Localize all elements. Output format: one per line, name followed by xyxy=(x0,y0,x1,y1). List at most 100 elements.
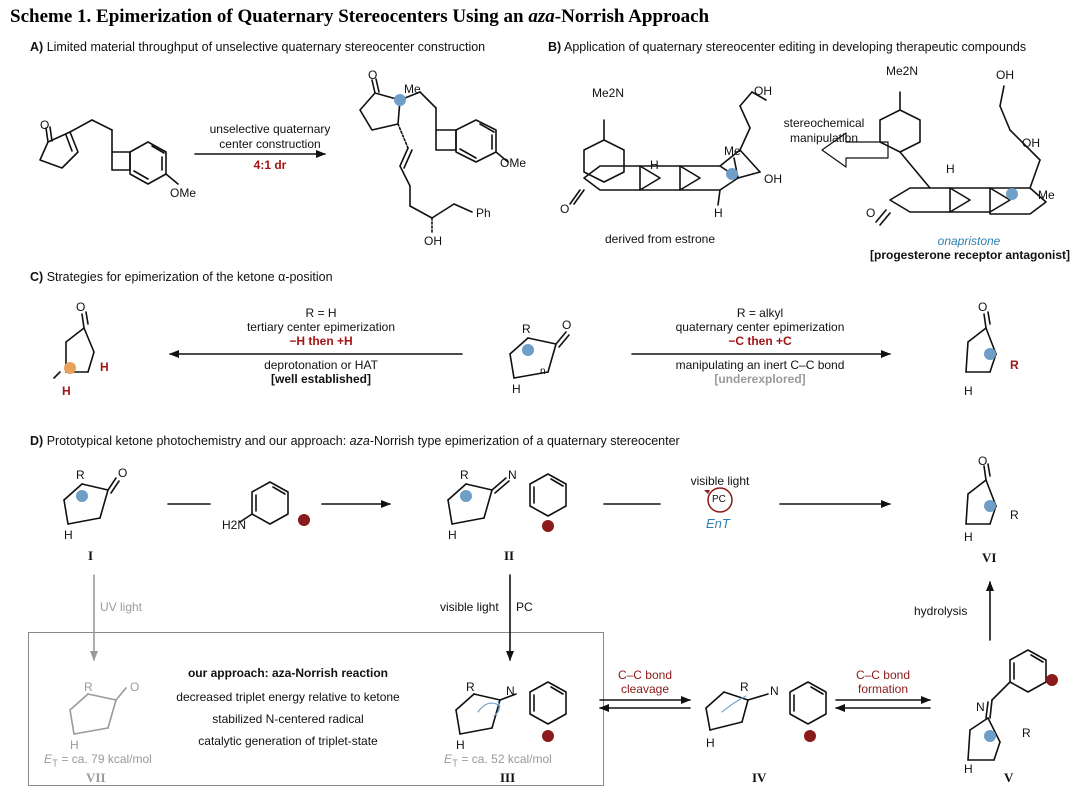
et-subscript: T xyxy=(52,758,59,770)
et-vii: ET = ca. 79 kcal/mol xyxy=(44,752,152,769)
panel-b-letter: B) xyxy=(548,40,562,54)
stereocenter-dot xyxy=(394,94,406,106)
panel-b-left-steroid xyxy=(569,91,767,206)
atom-label: Me xyxy=(404,82,421,96)
atom-label: H xyxy=(964,384,973,398)
aniline-reagent xyxy=(239,481,289,525)
panel-d-letter: D) xyxy=(30,434,44,448)
et-iii: ET = ca. 52 kcal/mol xyxy=(444,752,552,769)
atom-label: H xyxy=(100,360,109,374)
formation-line2: formation xyxy=(857,682,909,696)
stereocenter-dot xyxy=(76,490,88,502)
atom-label: O xyxy=(560,202,570,216)
panel-d-heading-pre: Prototypical ketone photochemistry and o… xyxy=(46,434,347,448)
scheme-title-post: -Norrish Approach xyxy=(554,6,710,27)
atom-label: Me2N xyxy=(886,64,919,78)
atom-label: O xyxy=(76,300,86,314)
atom-label: R xyxy=(1022,726,1031,740)
atom-label: H xyxy=(512,382,521,396)
atom-label: N xyxy=(508,468,517,482)
atom-label: O xyxy=(866,206,876,220)
panel-a-letter: A) xyxy=(30,40,44,54)
aryl-substituent-dot xyxy=(1046,674,1058,686)
stereocenter-dot xyxy=(460,490,472,502)
stereocenter-dot xyxy=(726,168,738,180)
cleavage-line1: C–C bond xyxy=(617,668,673,682)
panel-a-heading: A) Limited material throughput of unsele… xyxy=(30,40,485,54)
panel-b-right-steroid xyxy=(875,85,1047,226)
panel-c-right-line4: manipulating an inert C–C bond xyxy=(675,358,845,372)
panel-b-arrow-line2: manipulation xyxy=(789,131,859,145)
hydrolysis-label: hydrolysis xyxy=(914,604,968,618)
et-subscript: T xyxy=(452,758,459,770)
panel-c-left-line4: deprotonation or HAT xyxy=(264,358,378,372)
atom-label: R xyxy=(76,468,85,482)
stereocenter-dot xyxy=(522,344,534,356)
panel-b-left-caption: derived from estrone xyxy=(604,232,716,246)
uv-light-label: UV light xyxy=(100,600,143,614)
compound-IV xyxy=(705,681,827,731)
atom-label: Me xyxy=(724,144,741,158)
atom-label: H xyxy=(706,736,715,750)
et-symbol: E xyxy=(44,752,53,766)
atom-label: O xyxy=(368,68,378,82)
approach-title: our approach: aza-Norrish reaction xyxy=(187,666,389,680)
onapristone-name: onapristone xyxy=(937,234,1001,248)
panel-a-dr: 4:1 dr xyxy=(253,158,287,172)
atom-label: OMe xyxy=(170,186,197,200)
atom-label: R xyxy=(1010,358,1019,372)
atom-label: N xyxy=(976,700,985,714)
atom-label: O xyxy=(118,466,128,480)
panel-c-right-line2: quaternary center epimerization xyxy=(675,320,845,334)
panel-d-heading-italic: aza xyxy=(349,434,370,448)
atom-label: H xyxy=(448,528,457,542)
panel-d-heading-post: -Norrish type epimerization of a quatern… xyxy=(369,434,680,448)
aryl-substituent-dot xyxy=(542,730,554,742)
atom-label: Me2N xyxy=(592,86,625,100)
atom-label: H xyxy=(70,738,79,752)
atom-label: OH xyxy=(754,84,772,98)
scheme-title-text: Epimerization of Quaternary Stereocenter… xyxy=(96,6,524,27)
atom-label: OH xyxy=(1022,136,1040,150)
atom-label: OMe xyxy=(500,156,527,170)
atom-label: R xyxy=(84,680,93,694)
compound-II xyxy=(447,473,567,525)
compound-VI xyxy=(965,463,997,525)
atom-label: H xyxy=(456,738,465,752)
atom-label: R xyxy=(1010,508,1019,522)
panel-a-arrow-line2: center construction xyxy=(219,137,321,151)
atom-label: O xyxy=(978,300,988,314)
approach-line2: stabilized N-centered radical xyxy=(212,712,364,726)
atom-label: N xyxy=(506,684,515,698)
atom-label: H xyxy=(964,530,973,544)
atom-label: n xyxy=(540,366,546,377)
onapristone-description: [progesterone receptor antagonist] xyxy=(870,248,1071,262)
scheme-title-italic: aza xyxy=(528,6,555,27)
atom-label: H xyxy=(62,384,71,398)
atom-label: O xyxy=(978,454,988,468)
compound-label-III: III xyxy=(500,770,516,785)
atom-label: R xyxy=(740,680,749,694)
et-value: = ca. 52 kcal/mol xyxy=(458,752,552,766)
formation-line1: C–C bond xyxy=(855,668,911,682)
atom-label: H xyxy=(650,158,659,172)
compound-label-II: II xyxy=(504,548,515,563)
panel-a-start-molecule xyxy=(39,119,179,185)
compound-I xyxy=(63,477,120,525)
atom-label: Me xyxy=(1038,188,1055,202)
atom-label: H xyxy=(64,528,73,542)
stereocenter-dot xyxy=(984,500,996,512)
atom-label: H xyxy=(964,762,973,776)
atom-label: H xyxy=(714,206,723,220)
panel-d-heading: D) Prototypical ketone photochemistry an… xyxy=(30,434,680,448)
atom-label: O xyxy=(130,680,140,694)
panel-c-left-line5: [well established] xyxy=(270,372,372,386)
compound-III xyxy=(455,681,567,735)
panel-c-heading: C) Strategies for epimerization of the k… xyxy=(30,270,333,284)
atom-label: R xyxy=(522,322,531,336)
aryl-substituent-dot xyxy=(542,520,554,532)
atom-label: O xyxy=(40,118,50,132)
panel-c-left-line1: R = H xyxy=(305,306,337,320)
panel-b-arrow-line1: stereochemical xyxy=(783,116,865,130)
panel-b-heading-text: Application of quaternary stereocenter e… xyxy=(564,40,1027,54)
